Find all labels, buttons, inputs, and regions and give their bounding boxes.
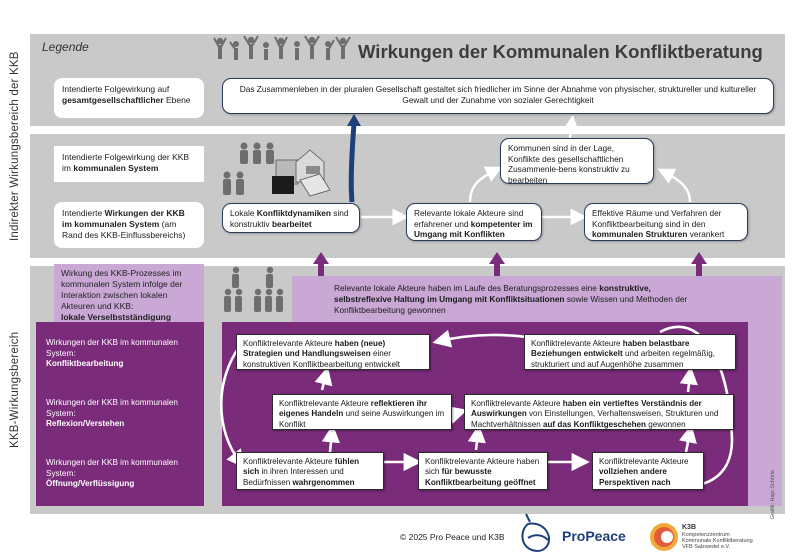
box-actors: Relevante lokale Akteure sind erfahrener… bbox=[406, 203, 542, 241]
copyright: © 2025 Pro Peace und K3B bbox=[400, 532, 505, 542]
legend-reflexion: Wirkungen der KKB im kommunalen System:R… bbox=[36, 398, 204, 430]
box-relations: Konfliktrelevante Akteure haben belastba… bbox=[524, 334, 736, 370]
box-dynamics: Lokale Konfliktdynamiken sind konstrukti… bbox=[222, 203, 360, 233]
legend-heading: Legende bbox=[42, 40, 89, 54]
page-title: Wirkungen der Kommunalen Konfliktberatun… bbox=[358, 41, 763, 62]
legend-opening: Wirkungen der KKB im kommunalen System:Ö… bbox=[36, 458, 204, 490]
k3b-sub2: Kommunale Konfliktberatung bbox=[682, 538, 753, 544]
propeace-wordmark: ProPeace bbox=[562, 528, 626, 544]
box-feel: Konfliktrelevante Akteure fühlen sich in… bbox=[236, 452, 384, 490]
people-cheering-icon bbox=[213, 35, 351, 60]
k3b-sub1: Kompetenzzentrum bbox=[682, 532, 730, 538]
legend-process: Wirkung des KKB-Prozesses im kommunalen … bbox=[54, 264, 204, 326]
box-spaces: Effektive Räume und Verfahren der Konfli… bbox=[584, 203, 748, 241]
legend-advice: Wirkungen der KKB im kommunalen System:K… bbox=[36, 338, 204, 370]
legend-societal: Intendierte Folgewirkung auf gesamtgesel… bbox=[54, 78, 204, 118]
box-reflect: Konfliktrelevante Akteure reflektieren i… bbox=[272, 394, 452, 430]
purple-up-arrows bbox=[313, 252, 707, 276]
propeace-logo-icon bbox=[521, 513, 550, 552]
k3b-logo-icon bbox=[650, 523, 678, 551]
community-buildings-icon bbox=[223, 142, 331, 197]
text-attitude: Relevante lokale Akteure haben im Laufe … bbox=[334, 283, 688, 315]
box-communes: Kommunen sind in der Lage, Konflikte des… bbox=[500, 138, 654, 185]
box-strategies: Konfliktrelevante Akteure haben (neue) S… bbox=[236, 334, 430, 370]
k3b-sub3: VFB Salzwedel e.V. bbox=[682, 544, 731, 550]
box-understanding: Konfliktrelevante Akteure haben ein vert… bbox=[464, 394, 734, 430]
box-open: Konfliktrelevante Akteure haben sich für… bbox=[418, 452, 548, 490]
people-group-icon bbox=[224, 266, 284, 312]
k3b-title: K3B bbox=[682, 524, 697, 531]
legend-communal-effects: Intendierte Wirkungen der KKB im kommuna… bbox=[54, 202, 204, 248]
box-society: Das Zusammenleben in der pluralen Gesell… bbox=[222, 78, 774, 114]
navy-up-arrow bbox=[348, 123, 357, 203]
legend-communal-followup: Intendierte Folgewirkung der KKB im komm… bbox=[54, 146, 204, 182]
box-perspective: Konfliktrelevante Akteure vollziehen and… bbox=[592, 452, 704, 490]
